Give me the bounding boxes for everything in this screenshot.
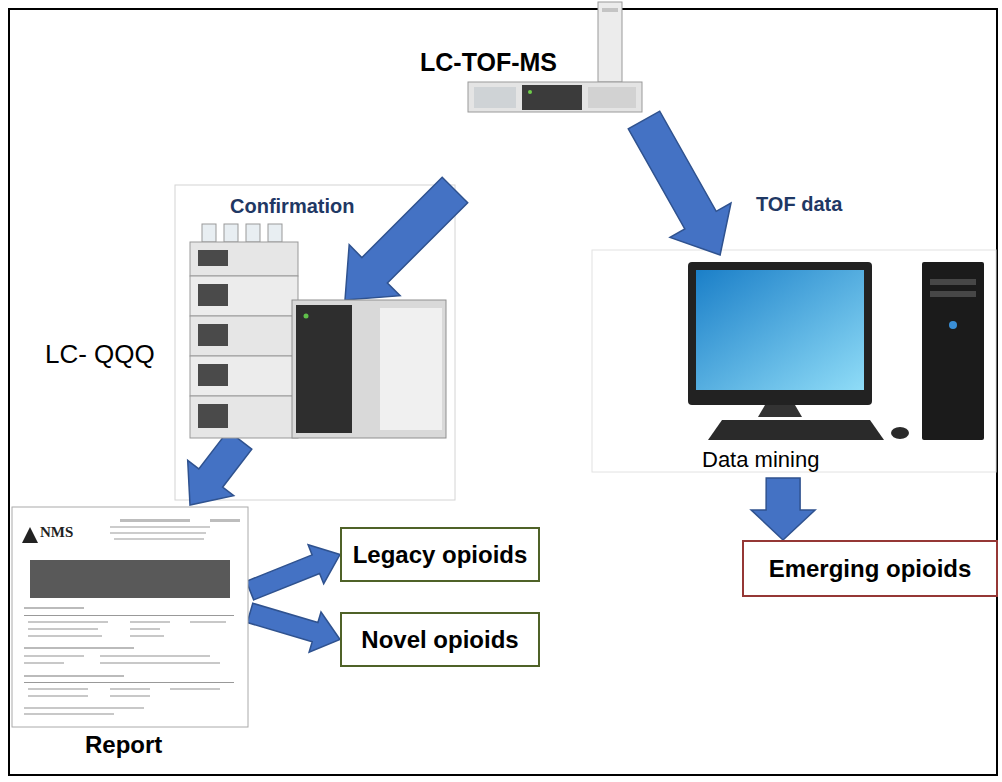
block-arrow xyxy=(628,111,731,255)
edge-label: TOF data xyxy=(754,193,844,216)
node-label: LC- QQQ xyxy=(45,340,155,370)
block-arrow xyxy=(247,603,340,652)
instrument-figure: LC- QQQ xyxy=(180,300,450,440)
instrument-figure xyxy=(412,2,644,190)
node-label: Emerging opioids xyxy=(769,555,972,583)
block-arrow xyxy=(345,177,468,300)
instrument-figure: LC-TOF-MS xyxy=(412,2,644,190)
node-label: Data mining xyxy=(702,447,819,472)
result-box: Legacy opioids xyxy=(340,527,540,582)
logo-text: NMS xyxy=(40,524,73,541)
result-box: Emerging opioids xyxy=(742,540,998,597)
node-label: Novel opioids xyxy=(361,626,518,654)
photo-frame xyxy=(592,250,996,472)
outer-frame xyxy=(9,9,997,775)
node-label: Report xyxy=(85,731,162,759)
block-arrow xyxy=(751,478,815,540)
report-figure: Report xyxy=(10,505,250,762)
computer-figure: Data mining xyxy=(640,255,990,478)
block-arrow xyxy=(188,431,252,505)
node-label: Legacy opioids xyxy=(353,541,528,569)
edge-label: Confirmation xyxy=(228,195,356,218)
result-box: Novel opioids xyxy=(340,612,540,667)
report-figure xyxy=(10,505,250,762)
block-arrow xyxy=(246,545,340,600)
instrument-figure xyxy=(180,300,450,440)
node-label: LC-TOF-MS xyxy=(420,48,557,77)
computer-figure xyxy=(640,255,990,478)
